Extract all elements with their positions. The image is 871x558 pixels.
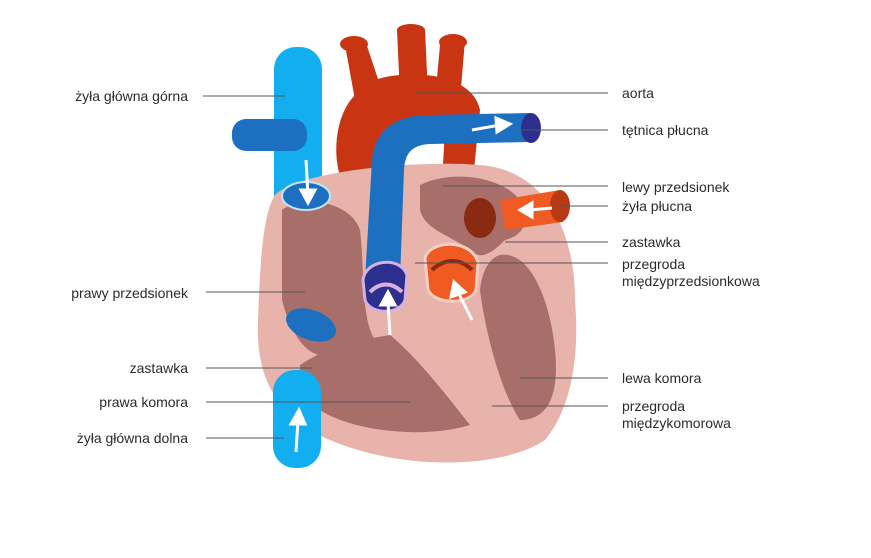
septum [405, 290, 505, 425]
label-interventricular-septum: przegroda międzykomorowa [622, 398, 731, 432]
arrow-pulmonary-valve [386, 301, 392, 336]
left-ventricle [480, 254, 556, 420]
label-interatrial-septum-line2: międzyprzedsionkowa [622, 273, 760, 289]
pulmonary-artery-shape [232, 113, 530, 280]
ivc-opening [286, 308, 336, 342]
label-tricuspid-valve: zastawka [129, 360, 188, 376]
label-inferior-vena-cava: żyła główna dolna [76, 430, 188, 446]
arrow-aortic-valve-head [449, 279, 468, 300]
right-ventricle [300, 335, 470, 433]
arrow-svc-head [298, 188, 318, 207]
label-aorta: aorta [622, 85, 654, 101]
label-mitral-valve: zastawka [622, 234, 681, 250]
arrow-ivc-head [288, 406, 308, 426]
label-left-atrium: lewy przedsionek [622, 179, 730, 195]
label-left-ventricle: lewa komora [622, 370, 702, 386]
label-right-ventricle: prawa komora [99, 394, 188, 410]
arrow-aortic-valve [456, 291, 474, 321]
aortic-valve [423, 242, 480, 303]
arrow-pv [529, 206, 553, 212]
label-pulmonary-vein: żyła płucna [622, 198, 693, 214]
leader-lines [203, 92, 608, 439]
label-pulmonary-artery: tętnica płucna [622, 122, 709, 138]
arrow-pulmonary-valve-head [378, 288, 398, 307]
label-interventricular-septum-line2: międzykomorowa [622, 415, 731, 431]
label-superior-vena-cava: żyła główna górna [75, 88, 188, 104]
label-right-atrium: prawy przedsionek [71, 285, 188, 301]
label-interventricular-septum-line1: przegroda [622, 398, 686, 414]
label-interatrial-septum-line1: przegroda [622, 256, 686, 272]
pulmonary-valve [361, 260, 409, 313]
arrow-pa-head [494, 115, 514, 135]
blood-flow-arrows [288, 115, 553, 453]
arrow-pv-head [517, 200, 534, 220]
label-interatrial-septum: przegroda międzyprzedsionkowa [622, 256, 760, 290]
pulmonary-artery-opening [521, 113, 541, 143]
